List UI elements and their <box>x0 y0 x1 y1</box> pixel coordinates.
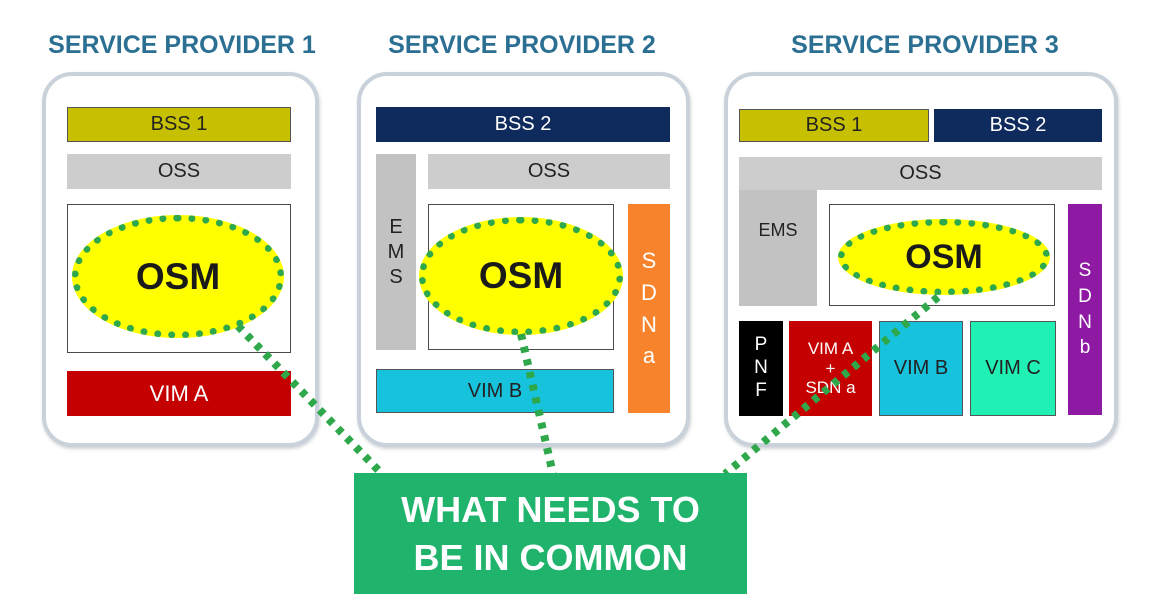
connector-line-1 <box>235 323 385 477</box>
p3-plus-label: + <box>825 358 836 378</box>
p1-vim-a-block: VIM A <box>67 371 291 416</box>
provider-3-title: SERVICE PROVIDER 3 <box>791 31 1059 59</box>
p1-oss-block: OSS <box>67 154 291 189</box>
p3-vim-a-label: VIM A <box>807 339 854 359</box>
p2-sdn-letter: a <box>642 343 656 369</box>
p3-ems-block: EMS <box>739 190 817 306</box>
p2-oss-block: OSS <box>428 154 670 189</box>
p3-bss2-block: BSS 2 <box>934 109 1102 142</box>
p3-osm-ellipse: OSM <box>838 219 1050 295</box>
connector-line-3 <box>722 293 941 478</box>
p2-ems-letter: M <box>387 240 405 263</box>
p1-bss1-block: BSS 1 <box>67 107 291 142</box>
p3-pnf-letter: F <box>755 379 767 401</box>
p2-ems-letter: E <box>389 215 403 238</box>
p3-pnf-letter: P <box>754 334 768 356</box>
p2-sdn-a-block: S D N a <box>628 204 670 413</box>
p2-vim-b-block: VIM B <box>376 369 614 413</box>
p3-sdn-b-block: S D N b <box>1068 204 1102 415</box>
p3-vim-c-block: VIM C <box>970 321 1056 416</box>
p3-pnf-block: P N F <box>739 321 783 416</box>
provider-2-title: SERVICE PROVIDER 2 <box>388 31 656 59</box>
p3-oss-block: OSS <box>739 157 1102 190</box>
p3-vim-b-block: VIM B <box>879 321 963 416</box>
common-line-1: WHAT NEEDS TO <box>401 488 700 530</box>
p3-sdn-letter: D <box>1078 285 1092 307</box>
p2-sdn-letter: S <box>641 247 657 273</box>
p2-ems-block: E M S <box>376 154 416 350</box>
common-line-2: BE IN COMMON <box>413 536 688 578</box>
connector-line-2 <box>517 333 557 475</box>
p3-pnf-letter: N <box>754 357 768 379</box>
p2-sdn-letter: N <box>641 311 657 337</box>
p2-osm-ellipse: OSM <box>419 217 623 335</box>
p1-osm-ellipse: OSM <box>72 215 284 338</box>
p3-bss1-block: BSS 1 <box>739 109 929 142</box>
p2-sdn-letter: D <box>641 279 657 305</box>
p2-ems-letter: S <box>389 265 403 288</box>
p3-vim-a-sdn-block: VIM A + SDN a <box>789 321 872 416</box>
p3-sdn-letter: S <box>1078 260 1092 282</box>
p3-sdn-a-label: SDN a <box>805 378 856 398</box>
p2-bss2-block: BSS 2 <box>376 107 670 142</box>
p3-sdn-letter: N <box>1078 311 1092 333</box>
what-needs-common-box: WHAT NEEDS TO BE IN COMMON <box>354 473 747 594</box>
p3-sdn-letter: b <box>1079 337 1091 359</box>
provider-1-title: SERVICE PROVIDER 1 <box>48 31 316 59</box>
